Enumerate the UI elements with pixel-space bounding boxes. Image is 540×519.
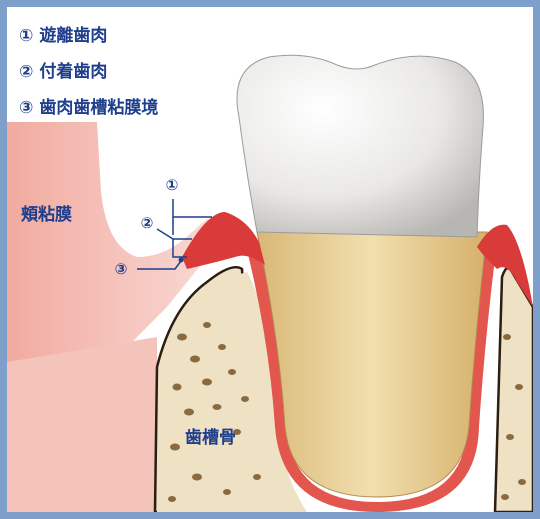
diagram-frame: ① 遊離歯肉 ② 付着歯肉 ③ 歯肉歯槽粘膜境 頬粘膜 歯槽骨 ① ② ③ [7, 7, 533, 512]
callout-marker-2: ② [137, 213, 157, 233]
mgj-point [179, 258, 184, 263]
cheek-mucosa-lower [7, 337, 157, 512]
legend-item-attached-gingiva: ② 付着歯肉 [19, 57, 107, 82]
callout-marker-3: ③ [111, 259, 131, 279]
label-cheek-mucosa: 頬粘膜 [21, 200, 72, 225]
tooth-illustration [7, 7, 533, 512]
label-alveolar-bone: 歯槽骨 [185, 423, 236, 448]
tooth-crown [237, 55, 483, 237]
legend-item-free-gingiva: ① 遊離歯肉 [19, 21, 107, 46]
callout-marker-1: ① [162, 175, 182, 195]
legend-item-mucogingival-junction: ③ 歯肉歯槽粘膜境 [19, 93, 158, 118]
